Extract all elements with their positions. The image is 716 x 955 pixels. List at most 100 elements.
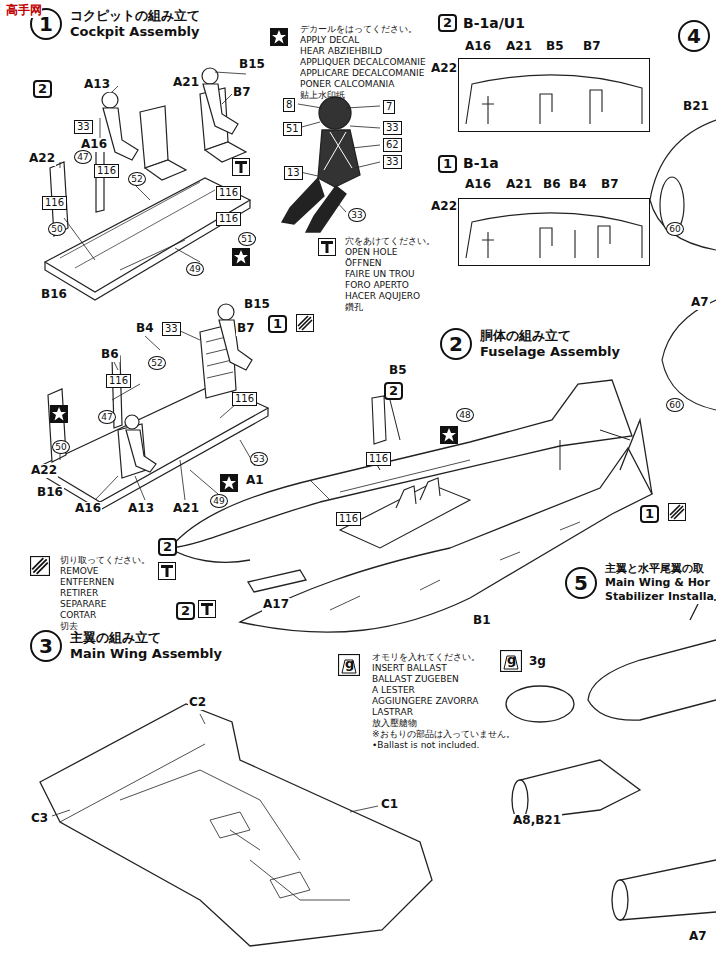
part-label: B7 xyxy=(582,40,602,54)
part-label: A16 xyxy=(464,178,492,192)
part-label: A22 xyxy=(430,200,458,214)
callout-number: 116 xyxy=(94,164,119,178)
canopy-sketch-part xyxy=(466,75,642,124)
fuselage-half-part xyxy=(240,448,652,632)
part-label: A13 xyxy=(83,78,111,92)
cockpit-tub-part xyxy=(40,384,268,502)
note-text: 贴上水印纸 xyxy=(300,90,345,101)
part-label: B7 xyxy=(600,178,620,192)
step-title-group: 主翼の組み立てMain Wing Assembly xyxy=(70,630,222,662)
part-label: A17 xyxy=(262,598,290,612)
callout-number: 51 xyxy=(283,122,302,136)
step-header: 1コクピットの組み立てCockpit Assembly xyxy=(30,8,200,40)
part-label: A22 xyxy=(30,464,58,478)
callout-number: 33 xyxy=(348,208,366,222)
part-label: A21 xyxy=(172,76,200,90)
callout-number: 49 xyxy=(210,494,228,508)
part-label: B16 xyxy=(36,486,64,500)
assembly-arrow xyxy=(372,400,630,470)
note-text: FORO APERTO xyxy=(345,280,409,291)
step-title-group: コクピットの組み立てCockpit Assembly xyxy=(70,8,200,40)
main-wing-part xyxy=(210,812,310,898)
watermark: 高手网 xyxy=(6,4,42,18)
note-text: 放入壓艙物 xyxy=(372,718,417,729)
leader-line xyxy=(60,72,246,270)
callout-number: 51 xyxy=(238,232,256,246)
step-title: 主翼と水平尾翼の取 xyxy=(605,562,714,576)
part-label: B15 xyxy=(238,58,266,72)
note-text: HACER AQUJERO xyxy=(345,291,420,302)
assembly-arrow-part xyxy=(600,430,630,440)
step-title: Cockpit Assembly xyxy=(70,24,200,40)
callout-number: 50 xyxy=(52,440,70,454)
callout-number: 33 xyxy=(74,120,93,134)
pilot-figure-part xyxy=(103,108,138,160)
variant-mark: 2 xyxy=(176,602,195,620)
ballast-mark: g xyxy=(507,653,516,668)
engine-nacelle xyxy=(650,120,716,410)
step-title: Fuselage Assembly xyxy=(480,344,620,360)
instruction-symbol-part xyxy=(319,239,336,256)
callout-number: 116 xyxy=(42,196,67,210)
variant-panel: B-1a xyxy=(458,198,650,266)
pilot-figure-part xyxy=(324,132,352,170)
instruction-symbol-part xyxy=(669,504,686,521)
instruction-symbol-part xyxy=(232,248,250,266)
step-title: 主翼の組み立て xyxy=(70,630,222,646)
engine-nacelle-part xyxy=(513,760,641,820)
part-label: C2 xyxy=(188,696,207,710)
fuselage-half-part xyxy=(330,522,580,610)
callout-number: 53 xyxy=(250,452,268,466)
leader-line-part xyxy=(100,72,246,138)
part-label: B6 xyxy=(100,348,120,362)
step-header: 2胴体の組み立てFuselage Assembly xyxy=(440,328,620,360)
note-text: REMOVE xyxy=(60,566,98,577)
leader-line xyxy=(60,330,255,500)
callout-number: 48 xyxy=(456,408,474,422)
fuselage-half-part xyxy=(170,548,250,562)
part-label: A16 xyxy=(74,502,102,516)
instruction-symbol-part xyxy=(501,651,522,672)
engine-nacelle-part xyxy=(613,860,716,920)
callout-number: 52 xyxy=(128,172,146,186)
instruction-symbol-part xyxy=(339,655,360,676)
part-label: B4 xyxy=(135,322,155,336)
note-text: 鑽孔 xyxy=(345,302,363,313)
engine-nacelle xyxy=(512,760,716,920)
step-number: 4 xyxy=(678,20,710,52)
cockpit-tub-part xyxy=(45,200,250,300)
note-text: LASTRAR xyxy=(372,707,413,718)
instruction-symbol-part xyxy=(270,28,288,46)
note-text: SEPARARE xyxy=(60,599,106,610)
cockpit-insert-part xyxy=(372,396,386,444)
step-header: 4 xyxy=(678,20,710,52)
note-text: PONER CALCOMANIA xyxy=(300,79,394,90)
variant-mark: 2 xyxy=(384,382,403,400)
callout-number: 47 xyxy=(98,410,116,424)
variant-mark: 2 xyxy=(438,14,457,32)
part-label: A1 xyxy=(245,474,265,488)
note-text: A LESTER xyxy=(372,685,415,696)
assembly-arrow-part xyxy=(390,400,400,440)
step-title: Main Wing Assembly xyxy=(70,646,222,662)
aircraft-nose-part xyxy=(506,686,574,722)
variant-panel: B-1a/U1 xyxy=(458,58,650,132)
pilot-figure-part xyxy=(202,68,218,84)
cockpit-tub-part xyxy=(145,160,186,180)
engine-nacelle-part xyxy=(650,120,716,250)
fuselage-half xyxy=(240,420,652,632)
part-label: B6 xyxy=(542,178,562,192)
pilot-figure-part xyxy=(102,92,118,108)
callout-number: 60 xyxy=(666,222,684,236)
note-text: デカールをはってください。 xyxy=(300,24,417,35)
part-label: A21 xyxy=(172,502,200,516)
part-label: B15 xyxy=(243,298,271,312)
part-label: A13 xyxy=(127,502,155,516)
step-header: 5主翼と水平尾翼の取Main Wing & HorStabilizer Inst… xyxy=(565,562,714,604)
cockpit-tub-part xyxy=(60,182,215,268)
part-label: 3g xyxy=(528,655,547,669)
fuselage-half-part xyxy=(248,570,306,592)
callout-number: 49 xyxy=(186,262,204,276)
note-text: CORTAR xyxy=(60,610,96,621)
